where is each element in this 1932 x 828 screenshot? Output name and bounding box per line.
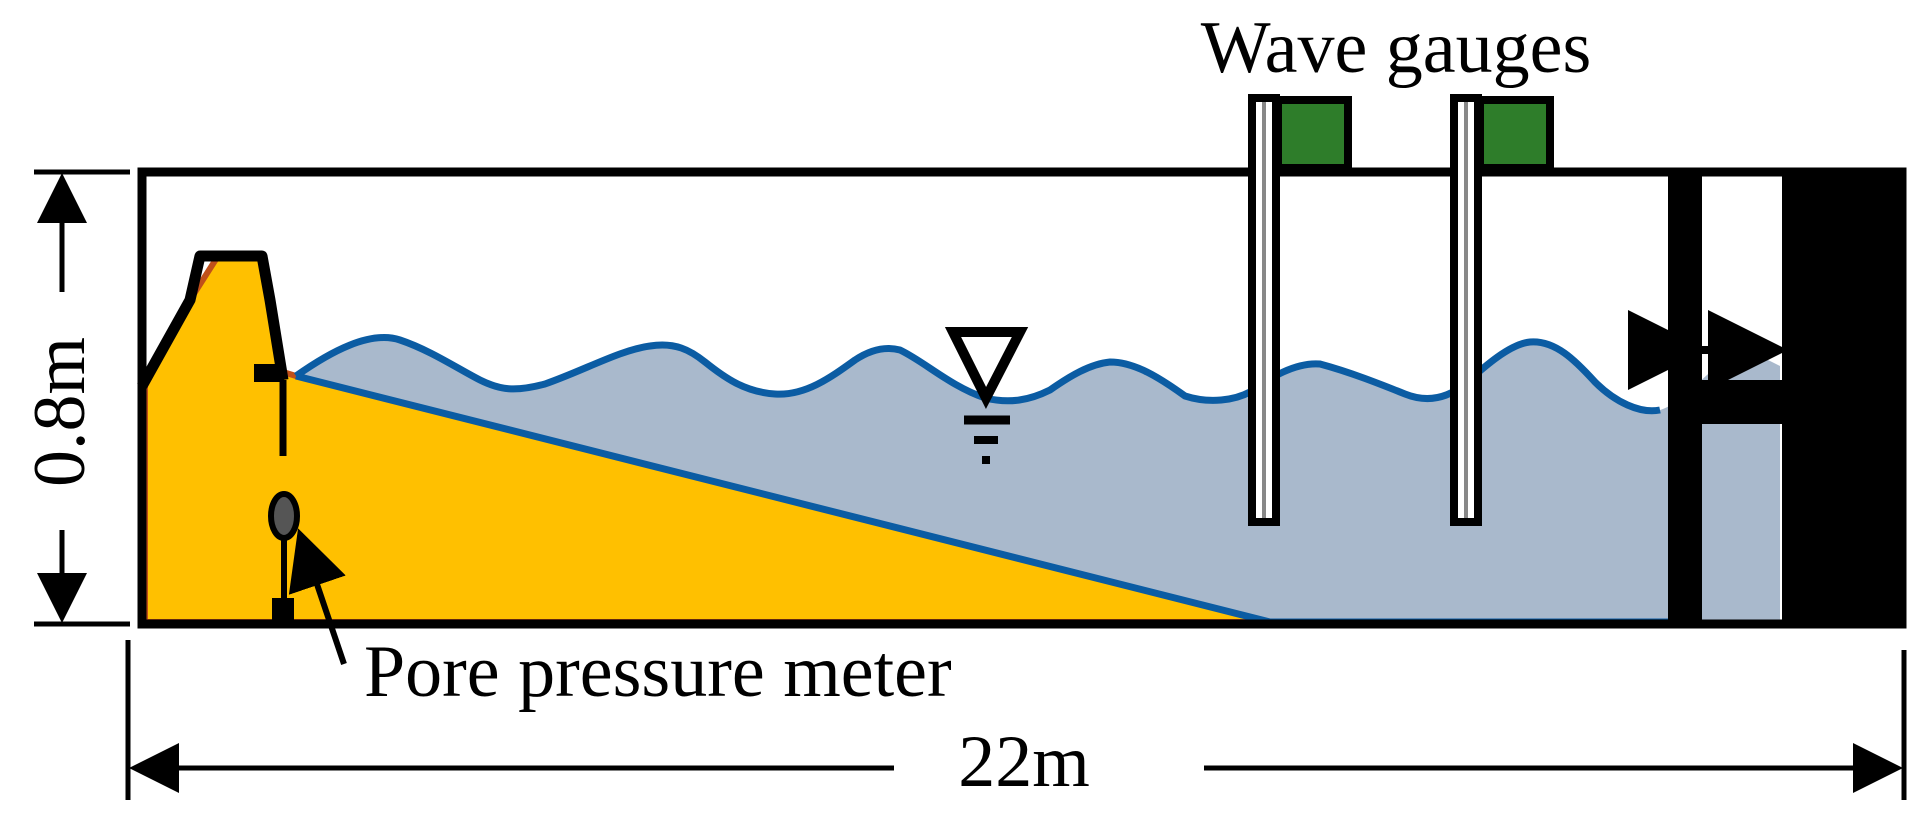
height-label: 0.8m (19, 337, 101, 487)
pore-meter-base (272, 598, 294, 622)
pore-meter-pointer-arrow (288, 528, 347, 665)
wave-generator-block (1782, 176, 1898, 622)
pore-meter-sensor-icon (268, 491, 300, 541)
wave-gauge-1 (1248, 94, 1352, 526)
flume-outline (137, 167, 1907, 629)
length-label: 22m (958, 721, 1090, 803)
water-fill (296, 337, 1780, 622)
gauge-head-1 (1274, 96, 1352, 172)
structure-stub (254, 364, 284, 382)
wave-paddle (1668, 176, 1702, 622)
pore-pressure-meter-label: Pore pressure meter (364, 631, 952, 713)
paddle-drive-bar (1700, 380, 1782, 424)
gauge-head-2 (1476, 96, 1554, 172)
water-level-symbol-icon (944, 327, 1029, 410)
wave-gauge-2 (1450, 94, 1554, 526)
wave-gauges-label: Wave gauges (1201, 7, 1592, 89)
seawall-structure (137, 250, 289, 389)
